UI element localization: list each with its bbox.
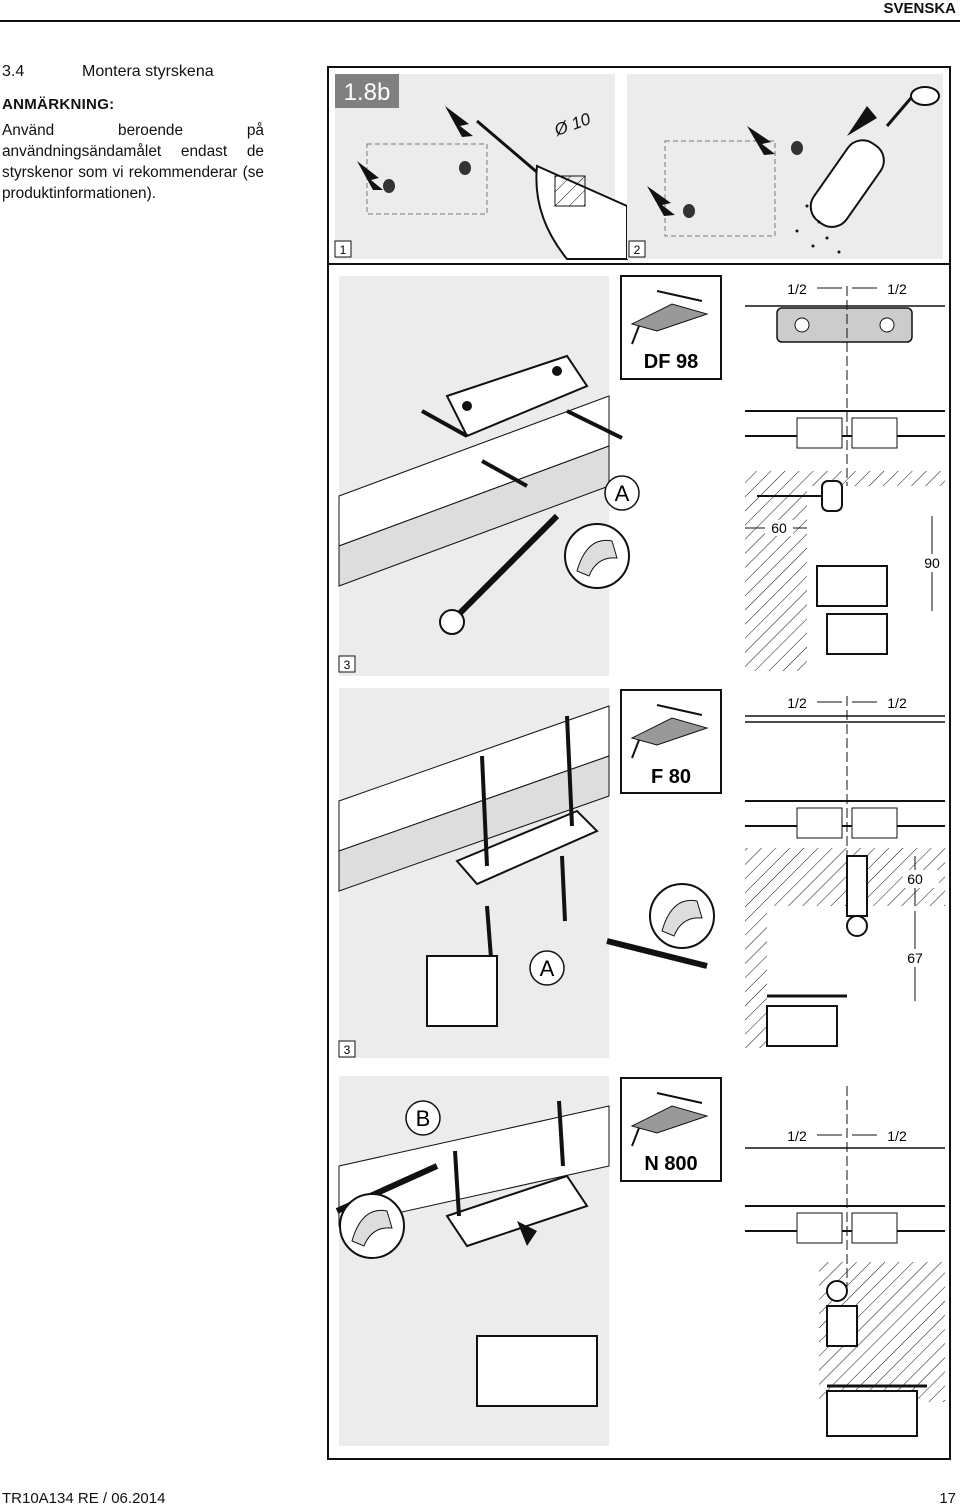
- svg-text:N 800: N 800: [644, 1153, 697, 1175]
- n800-profile-box: N 800: [620, 1077, 722, 1182]
- svg-text:60: 60: [907, 871, 923, 887]
- dimension-60-f80: 60: [903, 856, 939, 906]
- svg-text:60: 60: [771, 520, 787, 536]
- installation-figure: 1.8b Ø 10 1 2: [327, 74, 951, 1446]
- step-badge-2: 2: [628, 240, 646, 258]
- section-number: 3.4: [2, 63, 25, 80]
- n800-detail: [745, 1086, 945, 1437]
- half-marks-n800: 1/2 1/2: [787, 1128, 907, 1144]
- svg-text:1/2: 1/2: [887, 281, 907, 297]
- svg-text:3: 3: [344, 1043, 351, 1057]
- f80-profile-box: F 80: [620, 689, 722, 794]
- svg-text:B: B: [416, 1106, 431, 1131]
- df98-detail: [745, 286, 945, 671]
- callout-a-2: A: [529, 950, 565, 986]
- svg-text:1: 1: [340, 243, 347, 257]
- svg-text:2: 2: [634, 243, 641, 257]
- svg-text:1.8b: 1.8b: [344, 79, 391, 106]
- svg-text:1/2: 1/2: [787, 695, 807, 711]
- page-number: 17: [939, 1490, 956, 1507]
- document-reference: TR10A134 RE / 06.2014: [2, 1490, 166, 1507]
- svg-text:1/2: 1/2: [787, 1128, 807, 1144]
- step-2-panel: [627, 74, 943, 259]
- svg-text:1/2: 1/2: [887, 1128, 907, 1144]
- svg-text:A: A: [615, 481, 630, 506]
- dimension-67-f80: 67: [903, 911, 939, 1001]
- df98-mounting-panel: [338, 276, 623, 676]
- svg-text:1/2: 1/2: [887, 695, 907, 711]
- svg-text:90: 90: [924, 555, 940, 571]
- callout-b: B: [405, 1100, 441, 1136]
- n800-mounting-panel: [335, 1076, 610, 1446]
- svg-text:1/2: 1/2: [787, 281, 807, 297]
- note-heading: ANMÄRKNING:: [2, 96, 115, 113]
- strength-icon-b: [339, 1193, 405, 1259]
- svg-text:F 80: F 80: [651, 766, 691, 788]
- strength-icon-a2: [606, 883, 715, 969]
- svg-text:A: A: [540, 956, 555, 981]
- note-body: Använd beroende på användningsändamålet …: [2, 122, 264, 202]
- step-badge-3b: 3: [338, 1040, 356, 1058]
- strength-icon-a1: [564, 523, 630, 589]
- df98-profile-box: DF 98: [620, 275, 722, 380]
- half-marks-f80: 1/2 1/2: [787, 695, 907, 711]
- header-rule: [0, 20, 960, 22]
- step-badge-1: 1: [334, 240, 352, 258]
- callout-a-1: A: [604, 475, 640, 511]
- svg-text:67: 67: [907, 950, 923, 966]
- language-label: SVENSKA: [883, 0, 956, 17]
- svg-text:3: 3: [344, 658, 351, 672]
- dimension-90-df98: 90: [922, 516, 946, 611]
- figure-id-badge: 1.8b: [335, 74, 399, 108]
- dimension-60-df98: 60: [745, 520, 807, 536]
- f80-mounting-panel: [338, 688, 610, 1058]
- svg-text:DF 98: DF 98: [644, 351, 698, 373]
- half-marks-df98: 1/2 1/2: [787, 281, 907, 297]
- step-badge-3a: 3: [338, 655, 356, 673]
- section-title: Montera styrskena: [82, 63, 214, 80]
